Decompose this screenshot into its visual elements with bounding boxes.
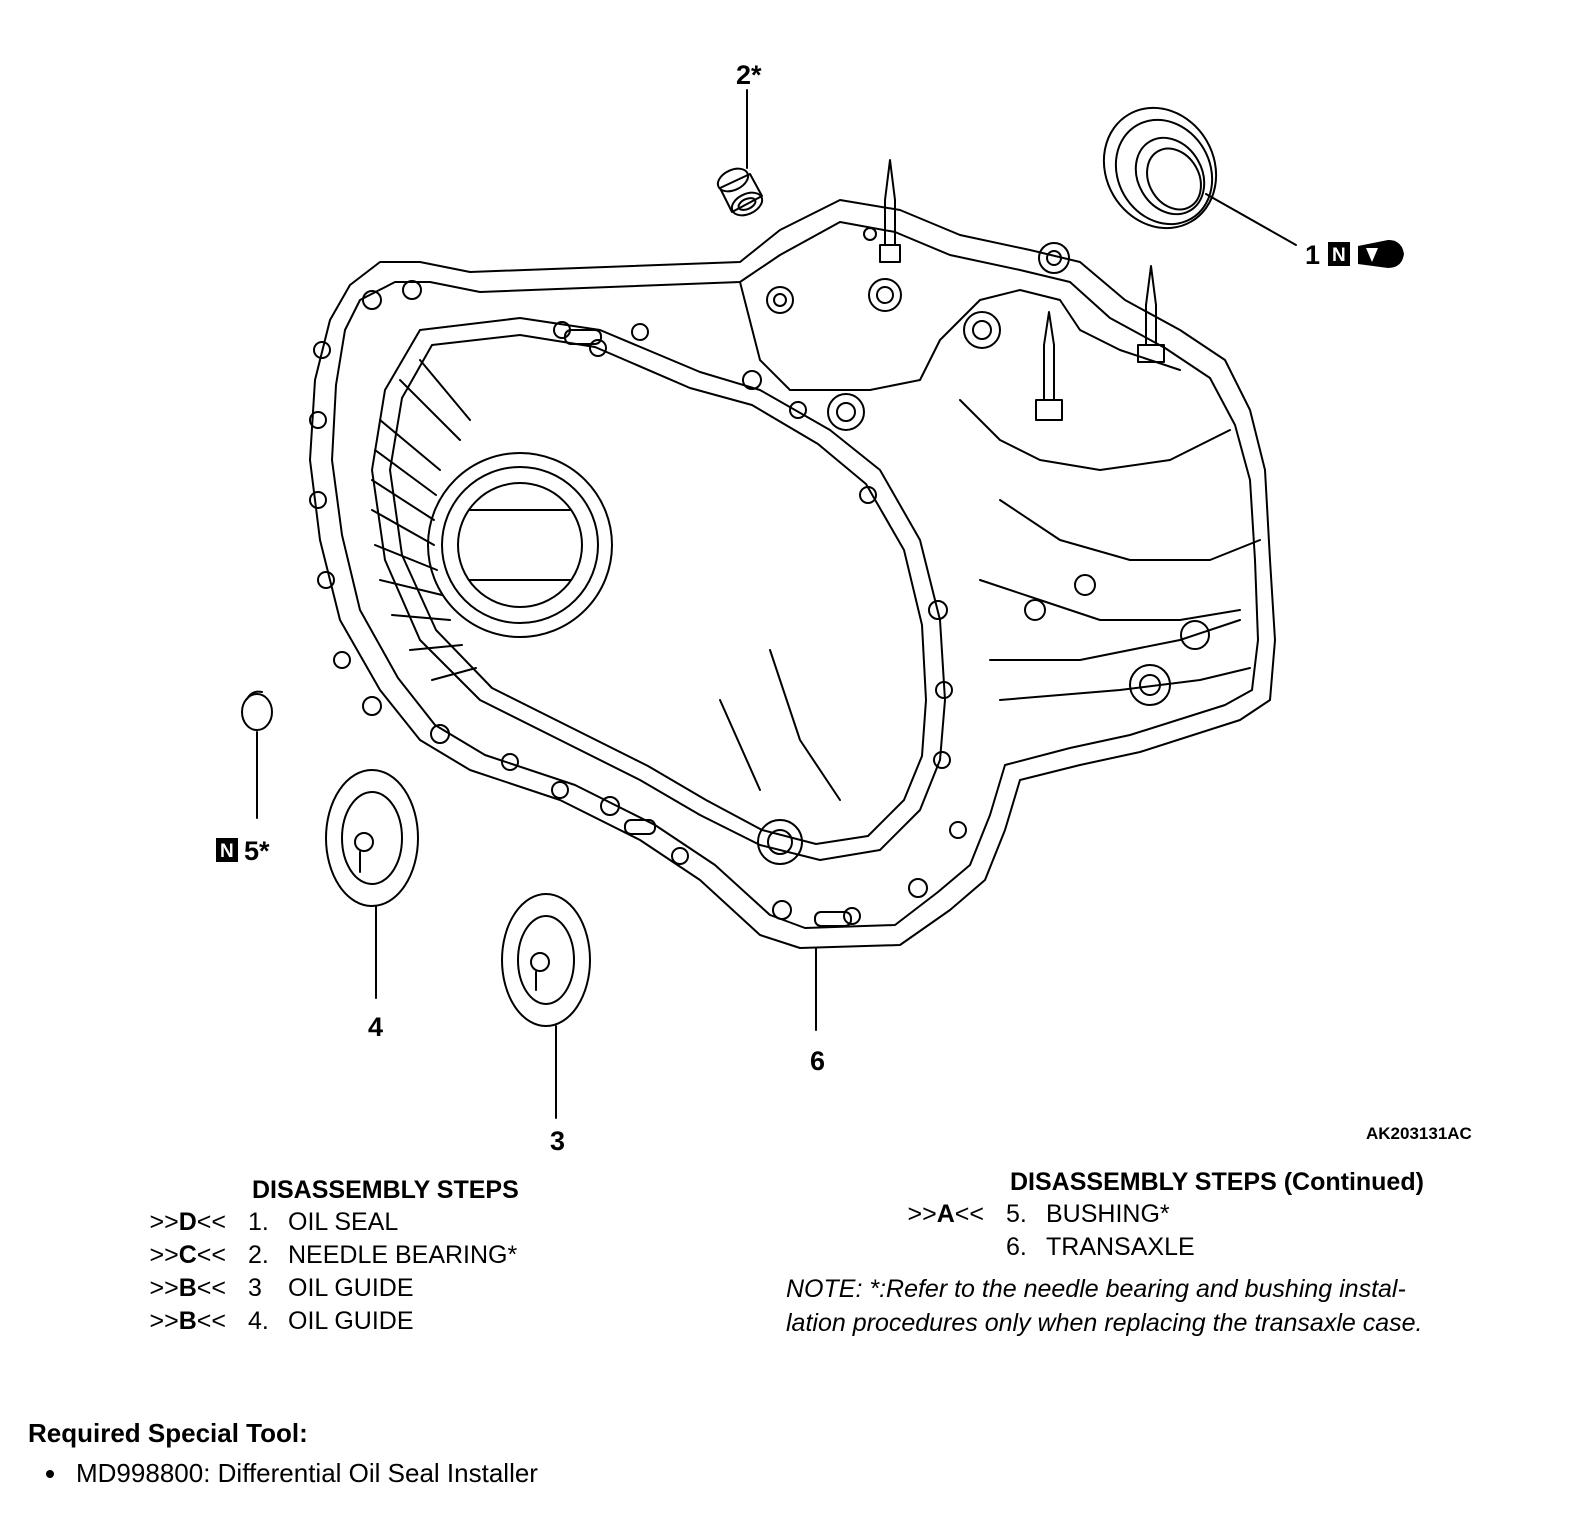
note-line-1: NOTE: *:Refer to the needle bearing and …: [786, 1275, 1406, 1303]
step-tag: >>C<<: [149, 1241, 226, 1269]
step-label: OIL GUIDE: [288, 1307, 414, 1335]
required-tool-list: MD998800: Differential Oil Seal Installe…: [46, 1458, 538, 1489]
callout-5: 5*: [244, 836, 270, 866]
tool-item-label: MD998800: Differential Oil Seal Installe…: [76, 1458, 538, 1488]
step-tag: >>B<<: [149, 1274, 226, 1302]
step-row-1: >>D<< 1. OIL SEAL: [134, 1206, 517, 1239]
step-tag: >>D<<: [149, 1208, 226, 1236]
step-number: 3: [248, 1274, 262, 1302]
bushing-part: [241, 690, 273, 731]
step-number: 2.: [248, 1241, 269, 1269]
step-tag: >>B<<: [149, 1307, 226, 1335]
required-tool-heading: Required Special Tool:: [28, 1418, 308, 1448]
oil-guide-4-part: [325, 769, 419, 907]
step-label: TRANSAXLE: [1046, 1233, 1195, 1261]
step-number: 4.: [248, 1307, 269, 1335]
right-steps-list: >>A<< 5. BUSHING* 6. TRANSAXLE: [892, 1198, 1195, 1264]
callout-6: 6: [810, 1046, 825, 1076]
note-line-2: lation procedures only when replacing th…: [786, 1309, 1423, 1337]
right-steps-title: DISASSEMBLY STEPS (Continued): [1010, 1168, 1424, 1196]
tool-item: MD998800: Differential Oil Seal Installe…: [46, 1458, 538, 1489]
step-label: OIL GUIDE: [288, 1274, 414, 1302]
leader-line-1: [1205, 193, 1297, 246]
callout-2: 2*: [736, 60, 762, 90]
callout-4: 4: [368, 1012, 383, 1042]
n-badge-5: N: [216, 838, 238, 862]
transaxle-case: [309, 159, 1276, 949]
callout-1: 1: [1305, 240, 1320, 270]
step-row-2: >>C<< 2. NEEDLE BEARING*: [134, 1239, 518, 1272]
figure-id: AK203131AC: [1366, 1124, 1472, 1143]
oil-seal-part: [1102, 106, 1218, 230]
step-row-4: >>B<< 4. OIL GUIDE: [134, 1305, 517, 1338]
step-tag: >>A<<: [907, 1200, 984, 1228]
note-text: NOTE: *:Refer to the needle bearing and …: [786, 1272, 1526, 1340]
callout-3: 3: [550, 1126, 565, 1156]
n-badge-5-text: N: [220, 841, 234, 862]
grease-icon: [1358, 240, 1404, 268]
step-tag: [892, 1231, 1006, 1264]
step-label: NEEDLE BEARING*: [288, 1241, 518, 1269]
step-number: 6.: [1006, 1233, 1027, 1261]
n-badge-1-text: N: [1332, 245, 1346, 266]
step-row-3: >>B<< 3 OIL GUIDE: [134, 1272, 517, 1305]
n-badge-1: N: [1328, 242, 1350, 266]
needle-bearing-part: [716, 167, 764, 217]
step-number: 1.: [248, 1208, 269, 1236]
bullet-icon: [46, 1469, 54, 1478]
transaxle-exploded-diagram: 2* 1 N N 5* 4 6 3: [216, 60, 1404, 1156]
left-steps-list: >>D<< 1. OIL SEAL >>C<< 2. NEEDLE BEARIN…: [134, 1206, 518, 1338]
step-label: OIL SEAL: [288, 1208, 399, 1236]
step-row-5: >>A<< 5. BUSHING*: [892, 1198, 1195, 1231]
step-row-6: 6. TRANSAXLE: [892, 1231, 1195, 1264]
step-label: BUSHING*: [1046, 1200, 1170, 1228]
step-number: 5.: [1006, 1200, 1027, 1228]
left-steps-title: DISASSEMBLY STEPS: [252, 1176, 519, 1204]
oil-guide-3-part: [501, 893, 591, 1027]
